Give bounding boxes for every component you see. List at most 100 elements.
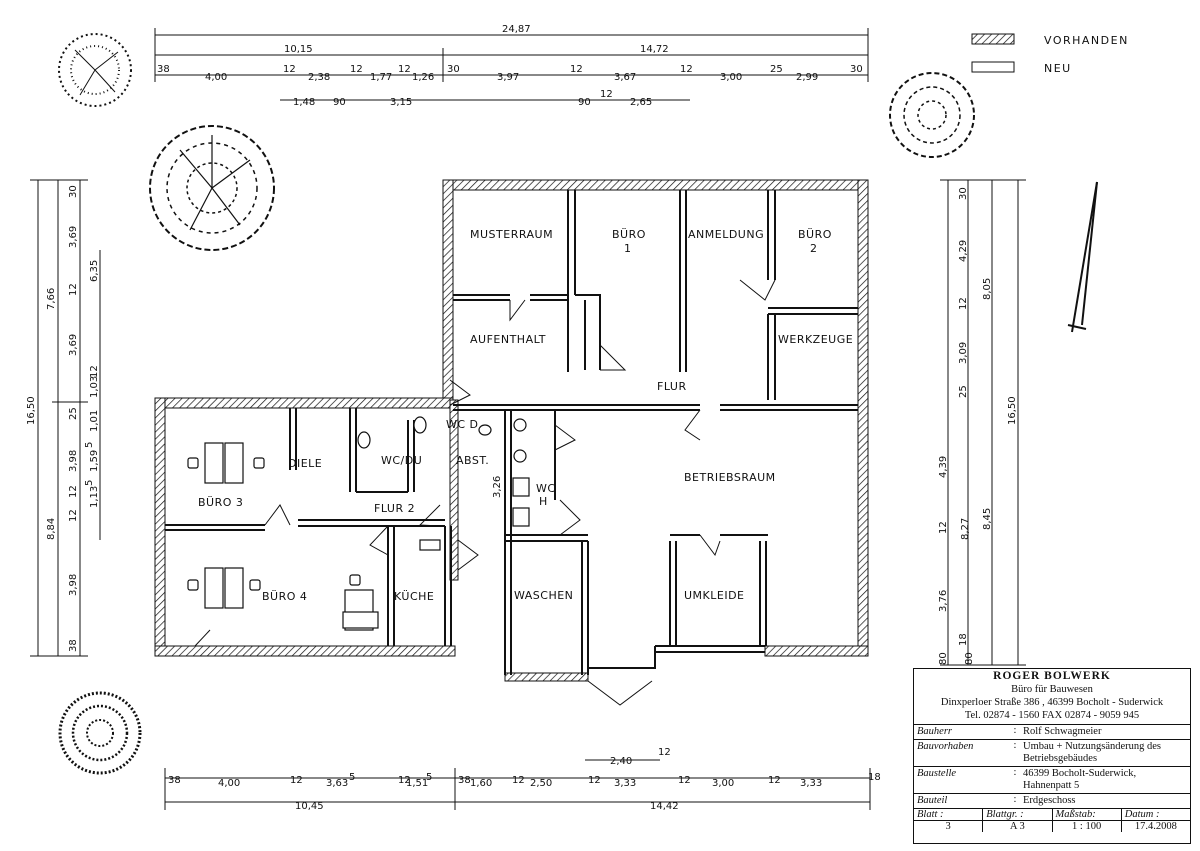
room-label-anmeldung: ANMELDUNG bbox=[688, 228, 764, 241]
colon: : bbox=[1013, 794, 1017, 805]
dim-right-chain: 80 bbox=[938, 652, 949, 665]
dim-top-sub: 1,48 bbox=[293, 97, 315, 108]
dim-left-chain: 38 bbox=[68, 639, 79, 652]
dim-bottom-chain: 38 bbox=[168, 775, 181, 786]
title-row-bauteil: Bauteil : Erdgeschoss bbox=[914, 794, 1190, 809]
dim-top-chain: 38 bbox=[157, 64, 170, 75]
title-row-value: Erdgeschoss bbox=[1023, 795, 1076, 806]
dimension-lines-bottom bbox=[164, 759, 871, 810]
dim-bottom-chain: 2,50 bbox=[530, 778, 552, 789]
dim-right-chain: 25 bbox=[958, 385, 969, 398]
dim-top-chain: 1,77 bbox=[370, 72, 392, 83]
dim-right-chain: 30 bbox=[958, 187, 969, 200]
room-label-diele: DIELE bbox=[288, 457, 322, 470]
dim-top-right-total: 14,72 bbox=[640, 44, 669, 55]
title-footer-size: Blattgr. : A 3 bbox=[983, 809, 1053, 832]
dim-top-chain: 25 bbox=[770, 64, 783, 75]
title-row-value: Umbau + Nutzungsänderung des Betriebsgeb… bbox=[1023, 741, 1162, 764]
title-row-label: Bauvorhaben bbox=[917, 741, 974, 752]
footer-header: Datum : bbox=[1121, 809, 1190, 821]
title-footer: Blatt : 3 Blattgr. : A 3 Maßstab: 1 : 10… bbox=[914, 809, 1190, 832]
room-label-betriebsraum: BETRIEBSRAUM bbox=[684, 471, 776, 484]
dim-right-lower: 8,45 bbox=[982, 508, 993, 530]
dim-top-sub: 90 bbox=[333, 97, 346, 108]
dim-left-chain: 30 bbox=[68, 185, 79, 198]
dim-left-chain: 1,03 bbox=[89, 376, 100, 398]
room-label-buero-4: BÜRO 4 bbox=[262, 590, 307, 603]
abst-dimension: 3,26 bbox=[492, 476, 503, 498]
room-label-wc-du: WC/DU bbox=[381, 454, 422, 467]
dim-left-chain: 12 bbox=[68, 509, 79, 522]
dim-top-chain: 12 bbox=[570, 64, 583, 75]
room-label-werkzeuge: WERKZEUGE bbox=[778, 333, 853, 346]
dimension-lines-left bbox=[30, 179, 101, 657]
dim-top-chain: 2,38 bbox=[308, 72, 330, 83]
dim-left-chain: 1,01 bbox=[89, 410, 100, 432]
colon: : bbox=[1013, 740, 1017, 751]
footer-value: 17.4.2008 bbox=[1134, 821, 1177, 832]
dim-top-chain: 12 bbox=[350, 64, 363, 75]
title-row-bauherr: Bauherr : Rolf Schwagmeier bbox=[914, 725, 1190, 740]
room-label-buero-2: BÜRO bbox=[798, 228, 832, 241]
tree-icon bbox=[58, 33, 132, 107]
dimension-lines-top bbox=[154, 28, 869, 101]
dim-top-chain: 12 bbox=[398, 64, 411, 75]
dim-right-chain: 80 bbox=[964, 652, 975, 665]
room-label-waschen: WASCHEN bbox=[514, 589, 573, 602]
colon: : bbox=[1013, 767, 1017, 778]
legend-existing-label: VORHANDEN bbox=[1044, 34, 1129, 47]
dim-top-chain: 4,00 bbox=[205, 72, 227, 83]
dimension-texts-bottom: 38 4,00 12 3,63 5 12 1,51 5 38 1,60 12 2… bbox=[168, 747, 881, 812]
dim-top-sub: 12 bbox=[600, 89, 613, 100]
dim-bottom-chain: 3,33 bbox=[800, 778, 822, 789]
dim-bottom-chain: 5 bbox=[349, 772, 355, 783]
room-label-flur: FLUR bbox=[657, 380, 687, 393]
dim-right-chain: 4,39 bbox=[938, 456, 949, 478]
dim-bottom-chain: 1,51 bbox=[406, 778, 428, 789]
dim-top-chain: 12 bbox=[680, 64, 693, 75]
dim-bottom-chain: 12 bbox=[588, 775, 601, 786]
dim-bottom-chain: 12 bbox=[678, 775, 691, 786]
firm-address: Dinxperloer Straße 386 , 46399 Bocholt -… bbox=[940, 697, 1164, 708]
dim-left-chain: 1,59 bbox=[89, 450, 100, 472]
dim-bottom-chain: 18 bbox=[868, 772, 881, 783]
north-arrow-icon bbox=[1067, 181, 1098, 333]
dim-bottom-chain: 12 bbox=[398, 775, 411, 786]
dim-top-chain: 3,97 bbox=[497, 72, 519, 83]
dim-top-chain: 3,67 bbox=[614, 72, 636, 83]
title-footer-scale: Maßstab: 1 : 100 bbox=[1052, 809, 1122, 832]
dim-left-upper: 7,66 bbox=[46, 288, 57, 310]
title-row-label: Bauteil bbox=[917, 795, 948, 806]
dim-top-sub: 3,15 bbox=[390, 97, 412, 108]
dim-left-chain: 5 bbox=[84, 480, 95, 486]
legend: VORHANDEN NEU bbox=[971, 33, 1129, 75]
tree-icon bbox=[58, 691, 142, 775]
footer-header: Blatt : bbox=[914, 809, 983, 821]
dim-bottom-chain: 12 bbox=[768, 775, 781, 786]
dim-left-chain: 3,69 bbox=[68, 334, 79, 356]
dim-right-upper: 8,05 bbox=[982, 278, 993, 300]
colon: : bbox=[1013, 725, 1017, 736]
dim-bottom-chain: 4,00 bbox=[218, 778, 240, 789]
exterior-walls bbox=[154, 179, 869, 682]
dim-bottom-chain: 3,33 bbox=[614, 778, 636, 789]
dim-top-sub: 90 bbox=[578, 97, 591, 108]
dim-right-chain: 3,09 bbox=[958, 342, 969, 364]
firm-phone: Tel. 02874 - 1560 FAX 02874 - 9059 945 bbox=[964, 710, 1140, 721]
dim-left-chain: 1,13 bbox=[89, 486, 100, 508]
room-label-aufenthalt: AUFENTHALT bbox=[470, 333, 546, 346]
title-row-value: 46399 Bocholt-Suderwick, Hahnenpatt 5 bbox=[1023, 768, 1137, 791]
room-label-wc-d: WC D bbox=[446, 418, 479, 431]
dim-top-chain: 1,26 bbox=[412, 72, 434, 83]
footer-header: Blattgr. : bbox=[983, 809, 1052, 821]
dim-right-chain: 3,76 bbox=[938, 590, 949, 612]
room-label-umkleide: UMKLEIDE bbox=[684, 589, 745, 602]
firm-name: ROGER BOLWERK bbox=[993, 670, 1111, 682]
room-label-buero-2-number: 2 bbox=[810, 242, 818, 255]
room-label-wc-h: WC bbox=[536, 482, 556, 495]
title-block-header: ROGER BOLWERK Büro für Bauwesen Dinxperl… bbox=[914, 669, 1190, 725]
dim-left-chain: 12 bbox=[89, 365, 100, 378]
dim-top-chain: 2,99 bbox=[796, 72, 818, 83]
dim-right-chain: 18 bbox=[958, 633, 969, 646]
